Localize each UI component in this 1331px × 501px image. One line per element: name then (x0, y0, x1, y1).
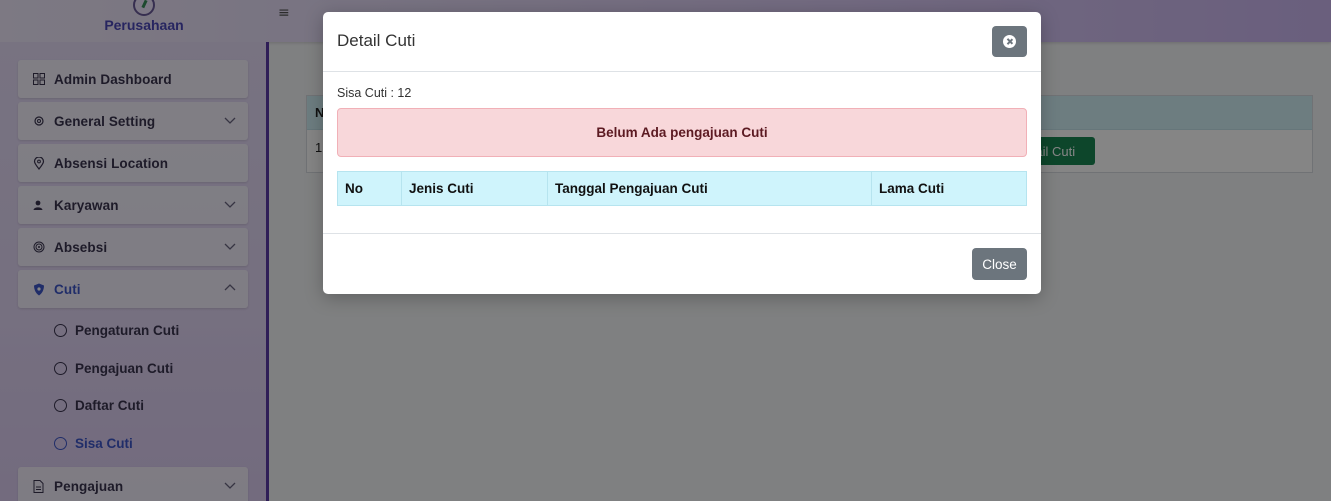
close-icon (1003, 35, 1016, 48)
user-icon (32, 199, 45, 212)
shield-icon (32, 283, 45, 296)
sidebar-subitem-pengajuan-cuti[interactable]: Pengajuan Cuti (54, 358, 173, 378)
sidebar-item-absensi-location[interactable]: Absensi Location (18, 144, 248, 182)
chevron-down-icon (224, 243, 236, 250)
sidebar-subitem-label: Pengajuan Cuti (75, 360, 174, 376)
sidebar-item-label: Absensi Location (54, 155, 169, 171)
sidebar-item-admin-dashboard[interactable]: Admin Dashboard (18, 60, 248, 98)
gear-icon (32, 115, 45, 128)
cuti-table-header: No Jenis Cuti Tanggal Pengajuan Cuti Lam… (337, 171, 1027, 206)
sidebar-item-absebsi[interactable]: Absebsi (18, 228, 248, 266)
circle-icon (54, 436, 67, 450)
sidebar-item-label: Admin Dashboard (54, 71, 172, 87)
sidebar-subitem-label: Pengaturan Cuti (75, 322, 180, 338)
document-icon (32, 479, 45, 493)
column-header-jenis-cuti: Jenis Cuti (402, 172, 548, 205)
sidebar-item-karyawan[interactable]: Karyawan (18, 186, 248, 224)
sidebar-item-label: Pengajuan (54, 478, 124, 494)
table-cell-no: 1 (315, 140, 323, 155)
circle-icon (54, 361, 67, 375)
fingerprint-icon (32, 241, 45, 254)
brand-name: Perusahaan (104, 17, 184, 33)
circle-icon (54, 398, 67, 412)
brand[interactable]: Perusahaan (100, 0, 188, 42)
circle-icon (54, 323, 67, 337)
chevron-down-icon (224, 201, 236, 208)
column-header-no: No (338, 172, 402, 205)
chevron-up-icon (224, 284, 236, 291)
sidebar-subitem-label: Daftar Cuti (75, 397, 145, 413)
column-header-lama-cuti: Lama Cuti (879, 181, 945, 196)
map-pin-icon (32, 156, 45, 170)
column-header-tanggal-pengajuan: Tanggal Pengajuan Cuti (548, 172, 872, 205)
modal-header: Detail Cuti (323, 12, 1041, 72)
sidebar-subitem-sisa-cuti[interactable]: Sisa Cuti (54, 433, 133, 453)
alert-text: Belum Ada pengajuan Cuti (596, 125, 768, 140)
sidebar-item-label: Cuti (54, 281, 81, 297)
sidebar-item-label: General Setting (54, 113, 156, 129)
sidebar-item-pengajuan[interactable]: Pengajuan (18, 467, 248, 501)
sidebar-item-cuti[interactable]: Cuti (18, 270, 248, 308)
sisa-cuti-text: Sisa Cuti : 12 (337, 86, 412, 100)
empty-alert: Belum Ada pengajuan Cuti (337, 108, 1027, 157)
modal-close-button[interactable] (992, 26, 1027, 57)
brand-logo-icon (133, 0, 155, 16)
detail-cuti-modal: Detail Cuti Sisa Cuti : 12 Belum Ada pen… (323, 12, 1041, 294)
modal-footer-divider (323, 233, 1041, 234)
sidebar-border (266, 42, 269, 501)
sidebar-item-label: Absebsi (54, 239, 108, 255)
grid-icon (32, 73, 45, 86)
sidebar-subitem-pengaturan-cuti[interactable]: Pengaturan Cuti (54, 320, 179, 340)
sidebar-subitem-label: Sisa Cuti (75, 435, 133, 451)
menu-toggle-icon[interactable]: ≡ (278, 5, 290, 21)
chevron-down-icon (224, 482, 236, 489)
modal-title: Detail Cuti (337, 31, 416, 50)
chevron-down-icon (224, 117, 236, 124)
sidebar-item-general-setting[interactable]: General Setting (18, 102, 248, 140)
close-button[interactable]: Close (972, 248, 1027, 280)
sidebar-item-label: Karyawan (54, 197, 119, 213)
column-header-no: N (315, 105, 325, 120)
sidebar-subitem-daftar-cuti[interactable]: Daftar Cuti (54, 395, 144, 415)
